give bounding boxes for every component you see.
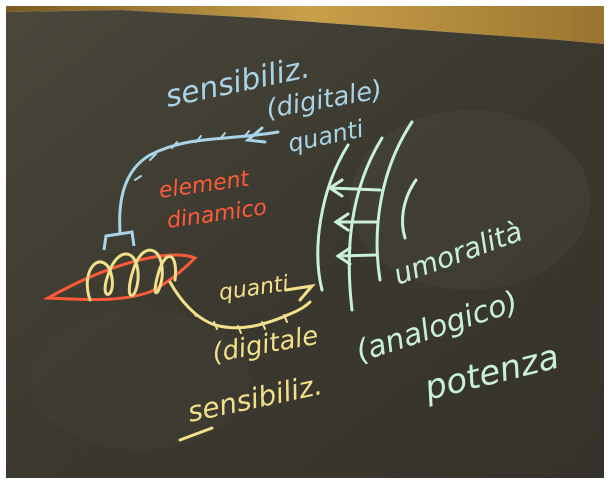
blue-arrow-head <box>244 126 267 144</box>
green-arrow-3 <box>335 246 378 266</box>
blue-holder-bracket <box>102 230 136 251</box>
yellow-quanti-wave <box>168 280 312 330</box>
blue-quanti-wave <box>118 130 280 234</box>
yellow-wave-ticks <box>191 309 288 334</box>
green-arrow-1 <box>327 178 382 198</box>
green-arc-4 <box>401 178 418 240</box>
chalk-smudge <box>350 110 590 290</box>
chalk-smudge <box>30 310 250 450</box>
chalkboard-surface <box>6 10 604 478</box>
yellow-arrow-head <box>284 283 316 302</box>
green-arc-3 <box>375 120 414 282</box>
yellow-underline-stroke <box>178 426 214 442</box>
blue-wave-ticks <box>134 130 250 181</box>
yellow-coil <box>85 248 178 302</box>
green-arc-1 <box>316 143 350 292</box>
wood-frame <box>6 6 604 44</box>
green-arrow-2 <box>333 212 380 232</box>
